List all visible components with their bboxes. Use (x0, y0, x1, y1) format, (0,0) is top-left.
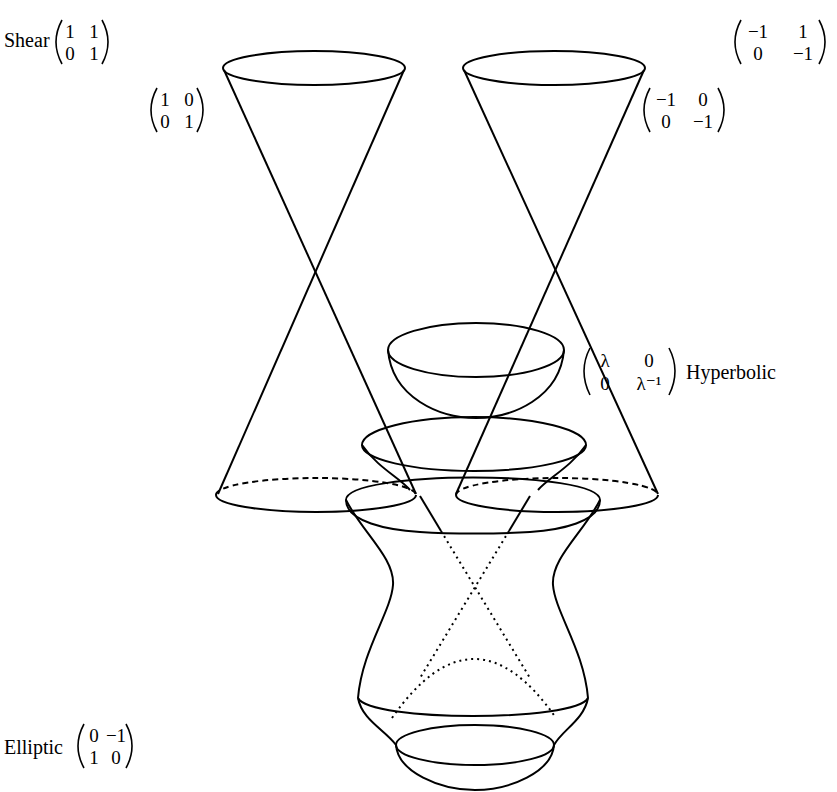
matrix-entry: 0 (65, 44, 75, 63)
matrix-entry: −1 (656, 90, 676, 109)
matrix-entry: 1 (89, 748, 99, 767)
double-cone (456, 51, 658, 512)
matrix-entry: 0 (661, 112, 671, 131)
matrix-entry: 1 (798, 22, 808, 41)
matrix-entry: 0 (111, 748, 121, 767)
matrix-entry: 1 (89, 44, 99, 63)
matrix-entry: −1 (748, 22, 768, 41)
class-name: Hyperbolic (686, 362, 776, 382)
matrix-entry: 0 (698, 90, 708, 109)
matrix-entry: 1 (160, 90, 170, 109)
matrix-entry: λ (600, 351, 609, 370)
matrix-entry: 1 (184, 112, 194, 131)
matrix-entry: 0 (89, 726, 99, 745)
matrix-entry: −1 (693, 112, 713, 131)
matrix-entry: 0 (160, 112, 170, 131)
matrix-parentheses (56, 20, 825, 768)
matrix-entry: 0 (600, 374, 610, 393)
matrix-entry: 0 (644, 351, 654, 370)
matrix-entry: −1 (793, 44, 813, 63)
matrix-entry: 0 (753, 44, 763, 63)
class-name: Elliptic (4, 737, 63, 757)
surface-stack (346, 323, 600, 790)
matrix-entry: 1 (65, 22, 75, 41)
matrix-entry: 0 (184, 90, 194, 109)
double-cone (216, 51, 416, 512)
matrix-entry: 1 (89, 22, 99, 41)
class-name: Shear (4, 30, 50, 50)
matrix-entry: −1 (106, 726, 126, 745)
matrix-entry: λ⁻¹ (637, 374, 662, 393)
